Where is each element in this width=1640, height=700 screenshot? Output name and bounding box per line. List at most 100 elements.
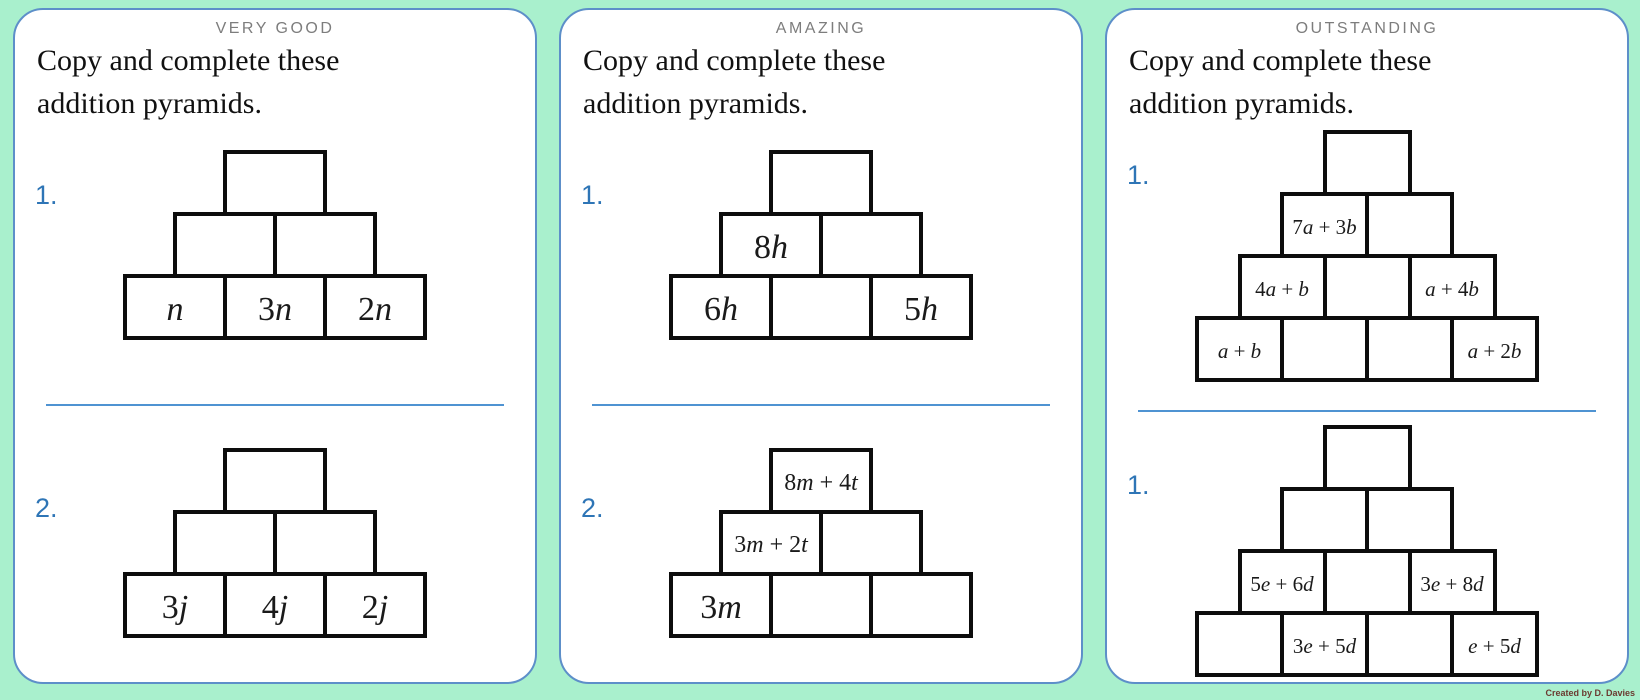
question-number: 2. [581,493,604,524]
pyramid-expression: 8m + 4t [784,470,858,497]
card-very-good: VERY GOOD Copy and complete these additi… [13,8,537,684]
pyramid-row: 8m + 4t [769,448,873,515]
pyramid-cell-filled: 3m [669,572,773,639]
pyramid-cell-filled: a + 4b [1407,254,1497,321]
card-amazing: AMAZING Copy and complete these addition… [559,8,1083,684]
pyramid-cell-empty [1365,611,1454,678]
pyramid-cell-empty [223,448,327,515]
section-divider [1138,410,1596,413]
pyramid-expression: 2j [361,588,389,626]
pyramid-cell-empty [1195,611,1284,678]
addition-pyramid: 8h 6h 5h [561,150,1081,341]
pyramid-expression: n [166,290,184,328]
worksheet-cards: VERY GOOD Copy and complete these additi… [13,8,1629,684]
pyramid-row [1322,425,1412,492]
question-number: 2. [35,493,58,524]
instruction-text: Copy and complete these addition pyramid… [1129,44,1432,120]
pyramid-expression: 4j [261,588,289,626]
pyramid-row [223,448,327,515]
pyramid-cell-filled: 5e + 6d [1237,549,1327,616]
pyramid-row: 3m [669,572,973,639]
pyramid-expression: 3e + 5d [1292,634,1357,659]
question-number: 1. [1127,160,1150,191]
pyramid-expression: 3m + 2t [734,532,808,559]
pyramid-row [173,510,377,577]
pyramid-expression: a + 4b [1425,277,1479,302]
pyramid-cell-empty [1365,487,1454,554]
pyramid-expression: 2n [358,290,392,328]
pyramid-expression: 3m [700,588,742,626]
pyramid-expression: 3n [258,290,292,328]
pyramid-row: 5e + 6d 3e + 8d [1237,549,1497,616]
pyramid-cell-empty [1280,487,1369,554]
pyramid-cell-filled: 3m + 2t [719,510,823,577]
pyramid-row: n 3n 2n [123,274,427,341]
pyramid-expression: 6h [704,290,738,328]
pyramid-cell-filled: 7a + 3b [1280,192,1369,259]
question-number: 1. [581,180,604,211]
instruction-text: Copy and complete these addition pyramid… [37,44,340,120]
pyramid-cell-empty [1322,549,1412,616]
pyramid-row: 8h [719,212,923,279]
question-section: 1. 5e + 6d 3e + 8d 3e + 5d e + 5d [1107,425,1627,678]
pyramid-cell-empty [869,572,973,639]
pyramid-row [1280,487,1454,554]
difficulty-ribbon: VERY GOOD [215,20,335,37]
difficulty-ribbon: OUTSTANDING [1295,20,1439,37]
pyramid-cell-filled: 4j [223,572,327,639]
pyramid-cell-filled: 5h [869,274,973,341]
difficulty-ribbon: AMAZING [775,20,867,37]
pyramid-cell-filled: 2n [323,274,427,341]
pyramid-cell-empty [769,150,873,217]
pyramid-expression: e + 5d [1468,634,1521,659]
pyramid-cell-empty [173,510,277,577]
pyramid-cell-filled: 8m + 4t [769,448,873,515]
pyramid-row [173,212,377,279]
pyramid-expression: a + b [1217,339,1262,364]
pyramid-cell-empty [769,572,873,639]
addition-pyramid: 5e + 6d 3e + 8d 3e + 5d e + 5d [1107,425,1627,678]
pyramid-cell-empty [173,212,277,279]
pyramid-expression: 3e + 8d [1420,572,1484,597]
section-divider [592,404,1050,407]
pyramid-row: 3e + 5d e + 5d [1195,611,1539,678]
pyramid-cell-empty [1322,254,1412,321]
addition-pyramid: 3j 4j 2j [15,448,535,639]
pyramid-cell-filled: 8h [719,212,823,279]
card-outstanding: OUTSTANDING Copy and complete these addi… [1105,8,1629,684]
pyramid-cell-filled: 3j [123,572,227,639]
section-divider [46,404,504,407]
pyramid-cell-filled: a + b [1195,316,1284,383]
pyramid-row: 7a + 3b [1280,192,1454,259]
pyramid-cell-empty [769,274,873,341]
pyramid-expression: a + 2b [1467,339,1522,364]
question-section: 1. 8h 6h 5h [561,150,1081,341]
pyramid-row [769,150,873,217]
pyramid-cell-empty [273,212,377,279]
pyramid-cell-empty [819,212,923,279]
addition-pyramid: n 3n 2n [15,150,535,341]
pyramid-cell-empty [1322,130,1412,197]
pyramid-expression: 3j [161,588,189,626]
credit-text: Created by D. Davies [1545,688,1635,698]
pyramid-cell-filled: e + 5d [1450,611,1539,678]
instruction-text: Copy and complete these addition pyramid… [583,44,886,120]
pyramid-row: 3m + 2t [719,510,923,577]
pyramid-cell-filled: 3n [223,274,327,341]
pyramid-expression: 5h [904,290,938,328]
pyramid-row [223,150,327,217]
pyramid-cell-empty [223,150,327,217]
question-section: 1. n 3n 2n [15,150,535,341]
question-number: 1. [35,180,58,211]
question-number: 1. [1127,470,1150,501]
pyramid-expression: 5e + 6d [1250,572,1314,597]
pyramid-cell-filled: 6h [669,274,773,341]
pyramid-cell-empty [273,510,377,577]
pyramid-row: 3j 4j 2j [123,572,427,639]
pyramid-cell-empty [1280,316,1369,383]
pyramid-cell-empty [1365,316,1454,383]
pyramid-row [1322,130,1412,197]
pyramid-cell-empty [819,510,923,577]
